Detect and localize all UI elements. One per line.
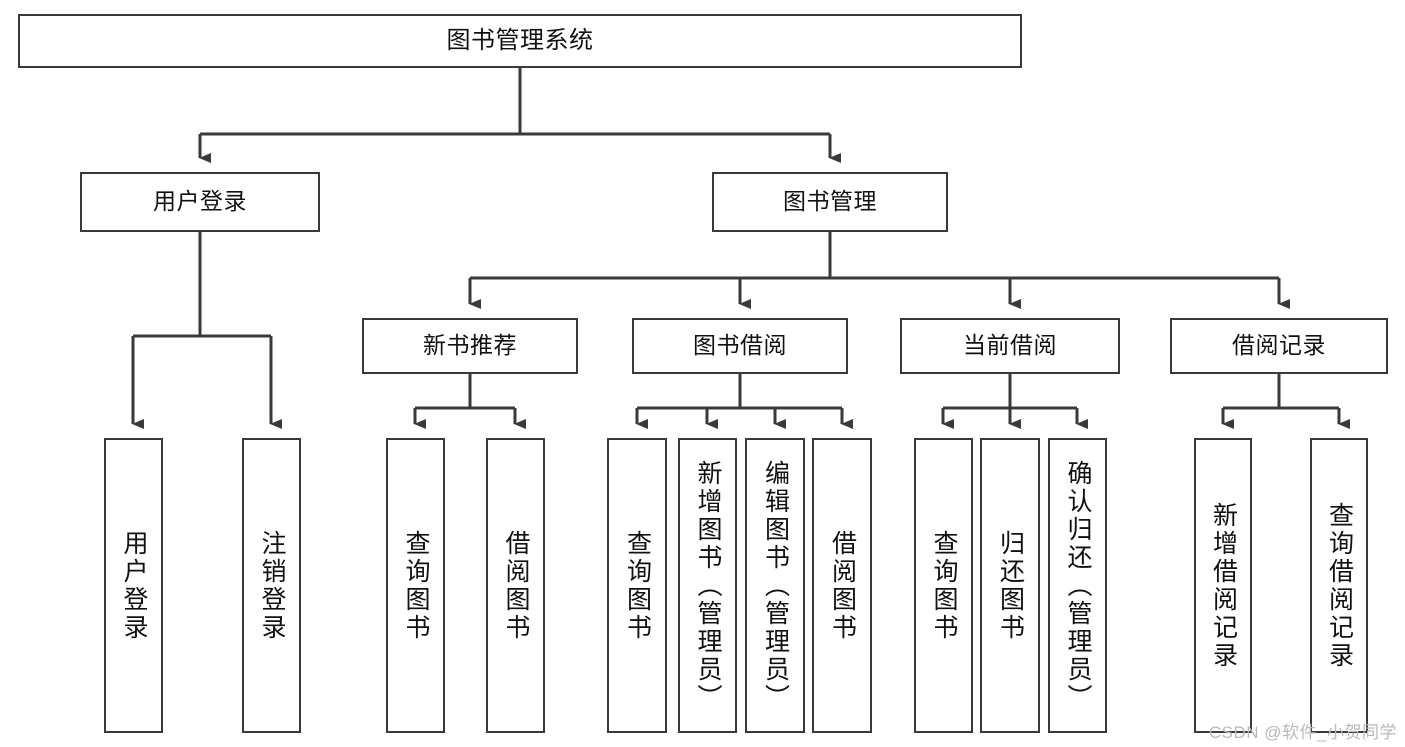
leaf-edit-book-admin[interactable]: 编辑图书（管理员） xyxy=(745,438,805,733)
node-label: 新增图书（管理员） xyxy=(694,459,722,712)
node-label: 借阅图书 xyxy=(502,529,530,642)
node-label: 用户登录 xyxy=(120,529,148,642)
node-current-borrow[interactable]: 当前借阅 xyxy=(900,318,1120,374)
leaf-return-book[interactable]: 归还图书 xyxy=(980,438,1040,733)
node-label: 查询借阅记录 xyxy=(1325,501,1354,670)
node-label: 当前借阅 xyxy=(963,332,1057,359)
leaf-confirm-return-admin[interactable]: 确认归还（管理员） xyxy=(1048,438,1107,733)
node-borrow-record[interactable]: 借阅记录 xyxy=(1170,318,1388,374)
node-label: 归还图书 xyxy=(996,529,1025,642)
leaf-logout[interactable]: 注销登录 xyxy=(242,438,301,733)
node-user-login[interactable]: 用户登录 xyxy=(80,172,320,232)
node-label: 查询图书 xyxy=(930,529,958,642)
leaf-borrow-book-borrow[interactable]: 借阅图书 xyxy=(812,438,872,733)
node-label: 借阅图书 xyxy=(828,529,857,642)
node-label: 图书管理系统 xyxy=(446,26,594,54)
leaf-query-book-recommend[interactable]: 查询图书 xyxy=(386,438,445,733)
node-label: 编辑图书（管理员） xyxy=(761,459,790,712)
node-label: 用户登录 xyxy=(153,188,247,215)
leaf-user-login[interactable]: 用户登录 xyxy=(104,438,163,733)
node-label: 图书管理 xyxy=(783,188,877,215)
node-book-borrow[interactable]: 图书借阅 xyxy=(632,318,848,374)
node-label: 查询图书 xyxy=(402,529,430,642)
node-label: 确认归还（管理员） xyxy=(1064,459,1092,712)
node-label: 新增借阅记录 xyxy=(1209,501,1238,670)
csdn-watermark: CSDN @软件_小贺同学 xyxy=(1208,723,1397,742)
node-label: 图书借阅 xyxy=(693,332,787,359)
leaf-add-book-admin[interactable]: 新增图书（管理员） xyxy=(678,438,737,733)
leaf-add-borrow-record[interactable]: 新增借阅记录 xyxy=(1194,438,1252,733)
node-root-system[interactable]: 图书管理系统 xyxy=(18,14,1022,68)
leaf-borrow-book-recommend[interactable]: 借阅图书 xyxy=(486,438,545,733)
node-label: 新书推荐 xyxy=(423,332,517,359)
node-label: 借阅记录 xyxy=(1232,332,1326,359)
leaf-query-book-borrow[interactable]: 查询图书 xyxy=(607,438,667,733)
node-new-book-recommend[interactable]: 新书推荐 xyxy=(362,318,578,374)
leaf-query-borrow-record[interactable]: 查询借阅记录 xyxy=(1310,438,1368,733)
node-label: 注销登录 xyxy=(258,529,286,642)
leaf-query-book-current[interactable]: 查询图书 xyxy=(914,438,973,733)
node-label: 查询图书 xyxy=(623,529,652,642)
node-book-management[interactable]: 图书管理 xyxy=(712,172,948,232)
